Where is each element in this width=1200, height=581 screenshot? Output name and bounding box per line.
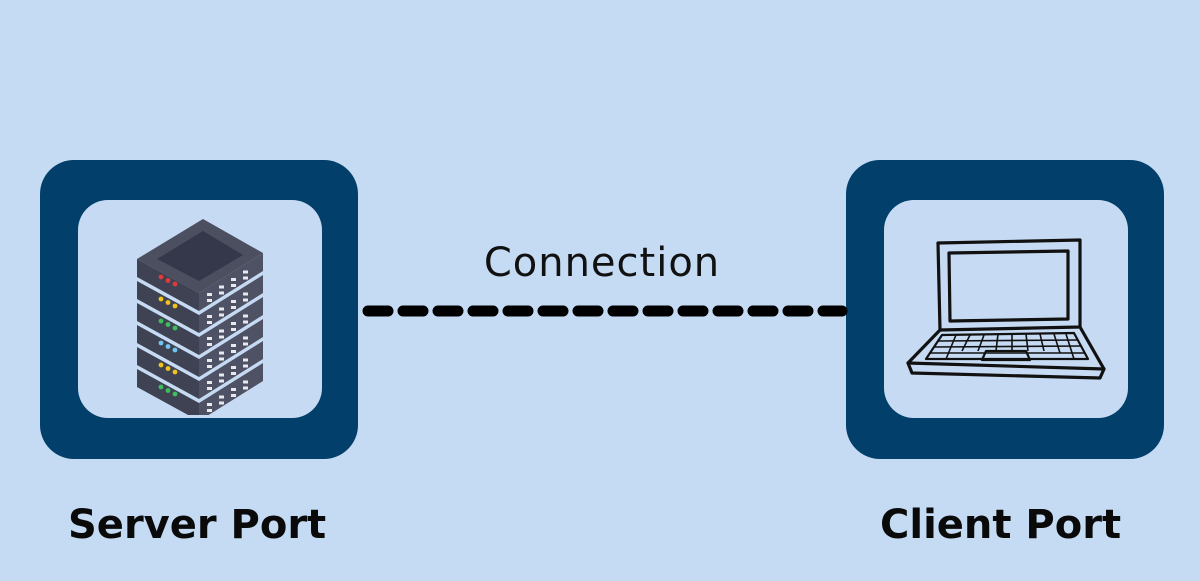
server-port-label: Server Port [68,502,327,548]
client-tile-inner [884,200,1128,418]
client-port-label: Client Port [880,502,1122,548]
client-tile [846,160,1164,459]
laptop-icon [906,238,1106,380]
connection-label: Connection [483,240,721,286]
server-rack-icon [137,219,263,415]
connection-line [362,305,848,317]
